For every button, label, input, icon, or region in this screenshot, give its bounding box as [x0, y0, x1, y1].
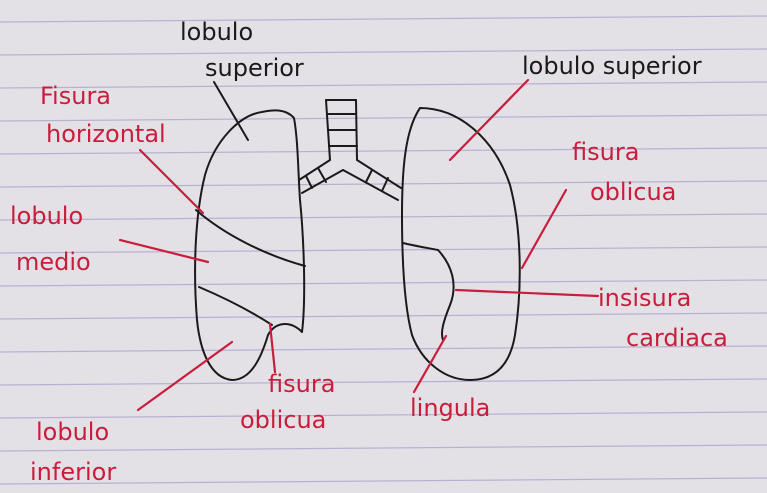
- label-lingula: lingula: [410, 394, 490, 422]
- label-middle-lobe-line1: lobulo: [10, 202, 83, 230]
- label-lower-lobe-line1: lobulo: [36, 418, 109, 446]
- label-upper-lobe-center-line2: superior: [205, 54, 304, 82]
- label-horizontal-fissure-line2: horizontal: [46, 120, 166, 148]
- label-cardiac-notch-line2: cardiaca: [626, 324, 728, 352]
- label-oblique-fissure-right-line2: oblicua: [590, 178, 676, 206]
- label-horizontal-fissure-line1: Fisura: [40, 82, 111, 110]
- label-cardiac-notch-line1: insisura: [598, 284, 691, 312]
- label-oblique-fissure-right-line1: fisura: [572, 138, 639, 166]
- label-middle-lobe-line2: medio: [16, 248, 91, 276]
- label-oblique-fissure-bottom-line2: oblicua: [240, 406, 326, 434]
- label-oblique-fissure-bottom-line1: fisura: [268, 370, 335, 398]
- label-upper-lobe-right: lobulo superior: [522, 52, 702, 80]
- label-lower-lobe-line2: inferior: [30, 458, 116, 486]
- label-upper-lobe-center-line1: lobulo: [180, 18, 253, 46]
